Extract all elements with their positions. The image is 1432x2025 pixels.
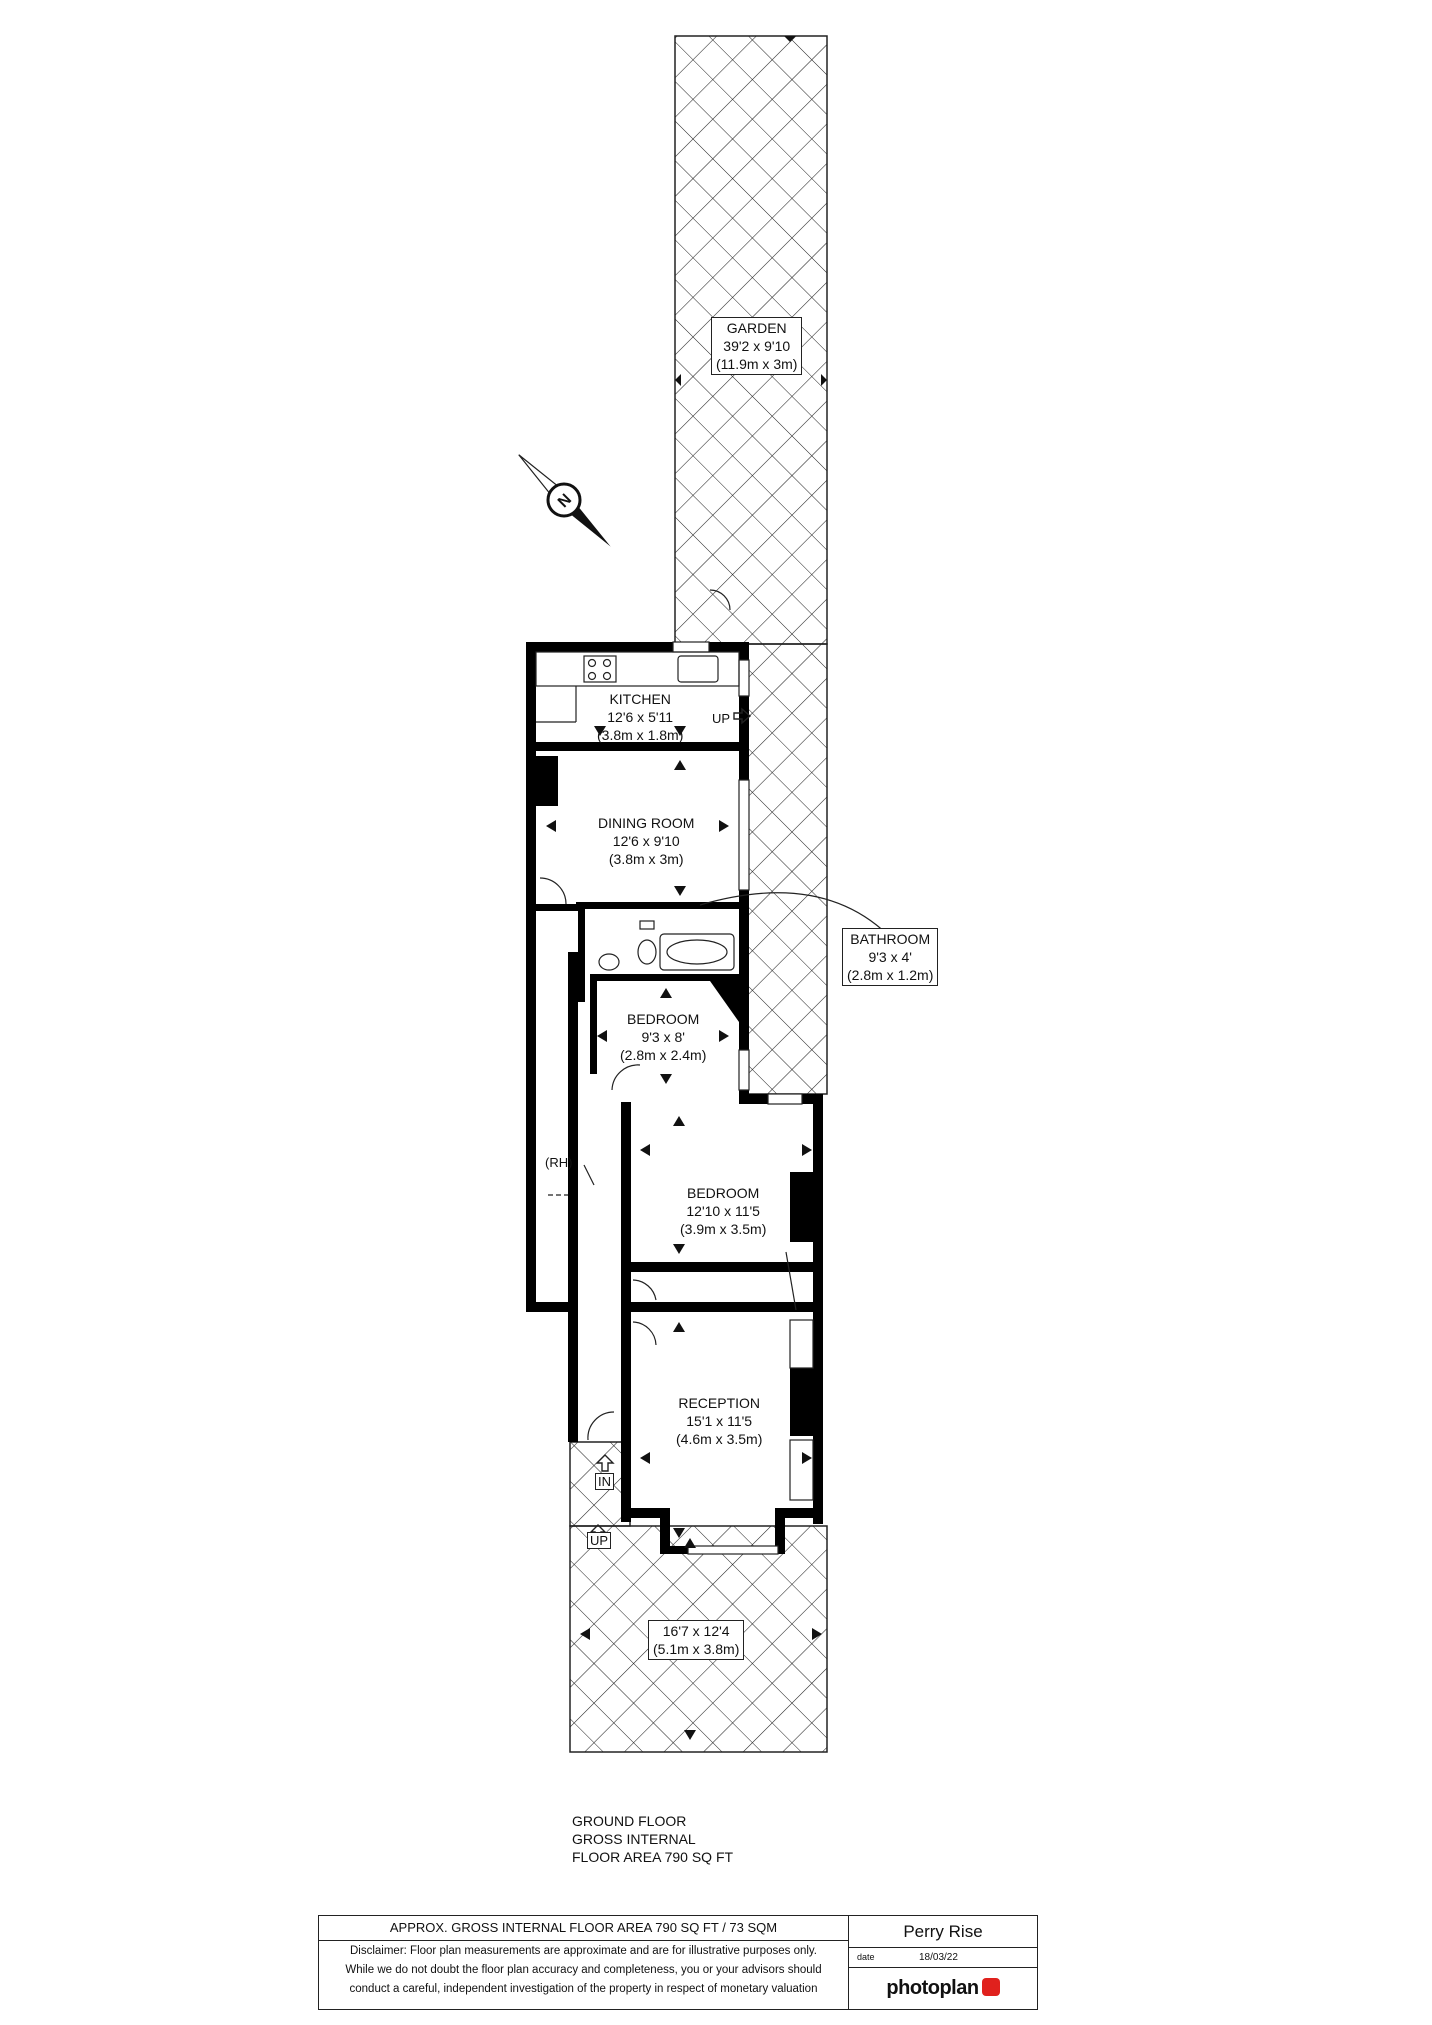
reception-label: RECEPTION 15'1 x 11'5 (4.6m x 3.5m) (676, 1394, 762, 1448)
date-label: date (857, 1952, 875, 1962)
bedroom-main-metric: (3.9m x 3.5m) (680, 1221, 767, 1237)
brand-mark-icon (981, 1978, 1000, 1996)
reception-metric: (4.6m x 3.5m) (676, 1431, 763, 1447)
dining-room-imperial: 12'6 x 9'10 (612, 833, 680, 849)
bathroom-label: BATHROOM 9'3 x 4' (2.8m x 1.2m) (842, 928, 939, 986)
floor-summary-line-3: FLOOR AREA 790 SQ FT (572, 1849, 734, 1865)
bathroom-imperial: 9'3 x 4' (868, 949, 912, 965)
dimension-ticks (546, 36, 827, 1740)
photoplan-logo: photoplan (849, 1968, 1037, 2008)
garden-metric: (11.9m x 3m) (716, 356, 798, 372)
kitchen-name: KITCHEN (609, 691, 671, 707)
fixtures (548, 1164, 797, 1311)
bedroom-small-label: BEDROOM 9'3 x 8' (2.8m x 2.4m) (620, 1010, 706, 1064)
bedroom-small-imperial: 9'3 x 8' (641, 1029, 685, 1045)
floor-summary-line-1: GROUND FLOOR (572, 1813, 687, 1829)
kitchen-label: KITCHEN 12'6 x 5'11 (3.8m x 1.8m) (597, 690, 683, 744)
title-block: APPROX. GROSS INTERNAL FLOOR AREA 790 SQ… (318, 1915, 1038, 2010)
bathroom-fittings (598, 892, 889, 971)
kitchen-up-marker: UP (712, 711, 731, 726)
bedroom-small-name: BEDROOM (627, 1011, 700, 1027)
project-name: Perry Rise (849, 1916, 1037, 1948)
rear-garden (674, 35, 828, 1095)
kitchen-metric: (3.8m x 1.8m) (597, 727, 684, 743)
kitchen-imperial: 12'6 x 5'11 (607, 709, 674, 725)
front-garden-metric: (5.1m x 3.8m) (653, 1641, 740, 1657)
title-block-info: APPROX. GROSS INTERNAL FLOOR AREA 790 SQ… (319, 1916, 849, 2009)
bathroom-metric: (2.8m x 1.2m) (847, 967, 934, 983)
garden-label: GARDEN 39'2 x 9'10 (11.9m x 3m) (711, 317, 803, 375)
bedroom-main-name: BEDROOM (687, 1185, 760, 1201)
radiator-heater-marker: (RH) (545, 1155, 573, 1170)
bedroom-main-label: BEDROOM 12'10 x 11'5 (3.9m x 3.5m) (680, 1184, 766, 1238)
floor-summary: GROUND FLOOR GROSS INTERNAL FLOOR AREA 7… (572, 1812, 733, 1866)
entrance-in-marker: IN (595, 1473, 614, 1490)
doors (539, 589, 731, 1441)
bedroom-main-imperial: 12'10 x 11'5 (686, 1203, 760, 1219)
reception-imperial: 15'1 x 11'5 (686, 1413, 753, 1429)
garden-imperial: 39'2 x 9'10 (723, 338, 791, 354)
floor-summary-line-2: GROSS INTERNAL (572, 1831, 696, 1847)
kitchen-fittings (535, 651, 740, 723)
disclaimer-line-3: conduct a careful, independent investiga… (349, 1983, 818, 1995)
gross-area-text: APPROX. GROSS INTERNAL FLOOR AREA 790 SQ… (319, 1916, 848, 1941)
front-garden-imperial: 16'7 x 12'4 (662, 1623, 730, 1639)
title-block-meta: Perry Rise date 18/03/22 photoplan (849, 1916, 1037, 2009)
reception-name: RECEPTION (678, 1395, 761, 1411)
dining-room-metric: (3.8m x 3m) (608, 851, 684, 867)
dining-room-label: DINING ROOM 12'6 x 9'10 (3.8m x 3m) (598, 814, 694, 868)
disclaimer-line-1: Disclaimer: Floor plan measurements are … (349, 1945, 818, 1957)
compass-rose: N (518, 454, 611, 547)
dining-room-name: DINING ROOM (598, 815, 695, 831)
date-value: 18/03/22 (919, 1952, 958, 1963)
date-row: date 18/03/22 (849, 1948, 1037, 1968)
brand-name: photoplan (886, 1977, 979, 1999)
disclaimer: Disclaimer: Floor plan measurements are … (319, 1941, 848, 1999)
garden-name: GARDEN (726, 320, 787, 336)
bedroom-small-metric: (2.8m x 2.4m) (620, 1047, 707, 1063)
windows (672, 641, 814, 1555)
disclaimer-line-2: While we do not doubt the floor plan acc… (345, 1964, 822, 1976)
front-up-marker: UP (587, 1532, 612, 1549)
bathroom-name: BATHROOM (850, 931, 931, 947)
front-garden-label: 16'7 x 12'4 (5.1m x 3.8m) (648, 1620, 745, 1660)
